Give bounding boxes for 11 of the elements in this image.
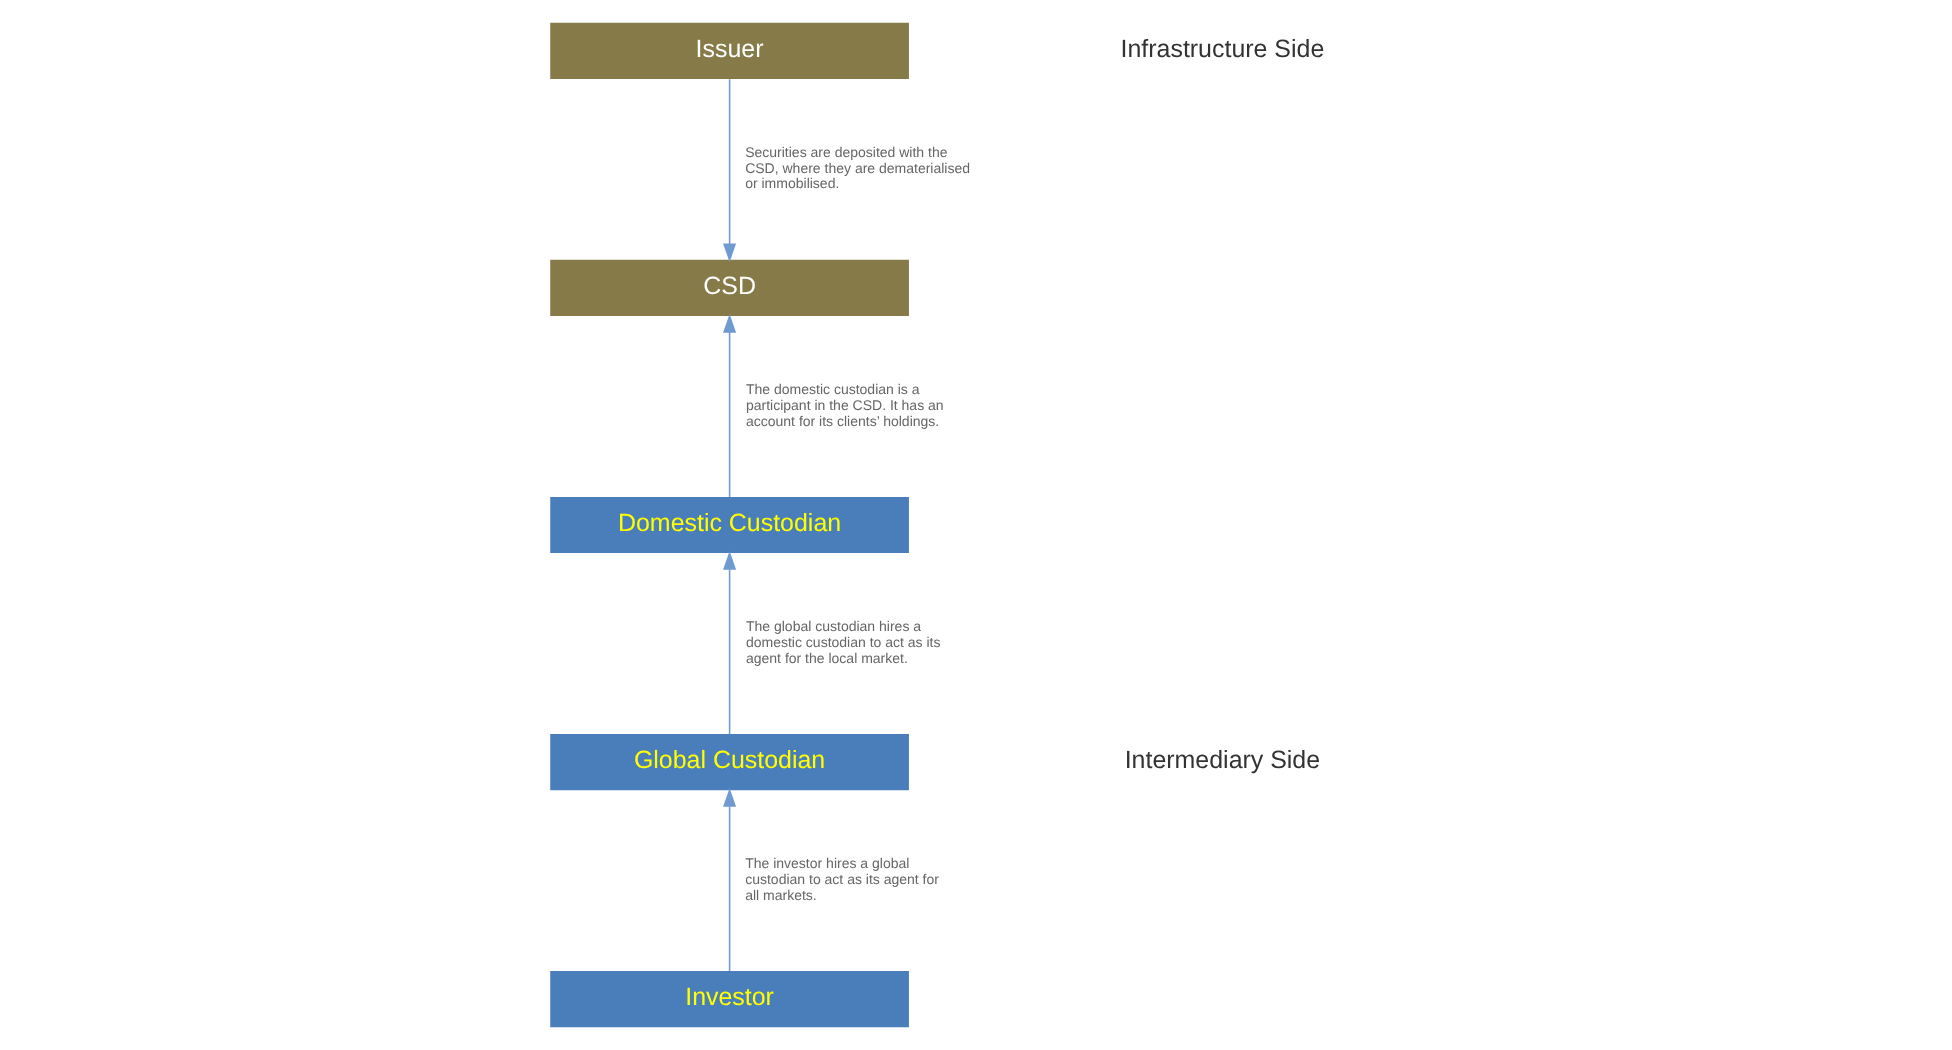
node-box: Investor — [550, 971, 909, 1028]
label: Intermediary Side — [1124, 745, 1321, 774]
label: Infrastructure Side — [1120, 34, 1325, 63]
node-box: CSD — [550, 259, 909, 316]
node-box: Issuer — [550, 22, 909, 79]
node-box: Global Custodian — [550, 734, 909, 791]
arrow — [723, 788, 737, 972]
arrow — [723, 314, 737, 498]
arrow — [723, 78, 737, 263]
arrow — [723, 551, 737, 735]
node-box: Domestic Custodian — [550, 496, 909, 554]
